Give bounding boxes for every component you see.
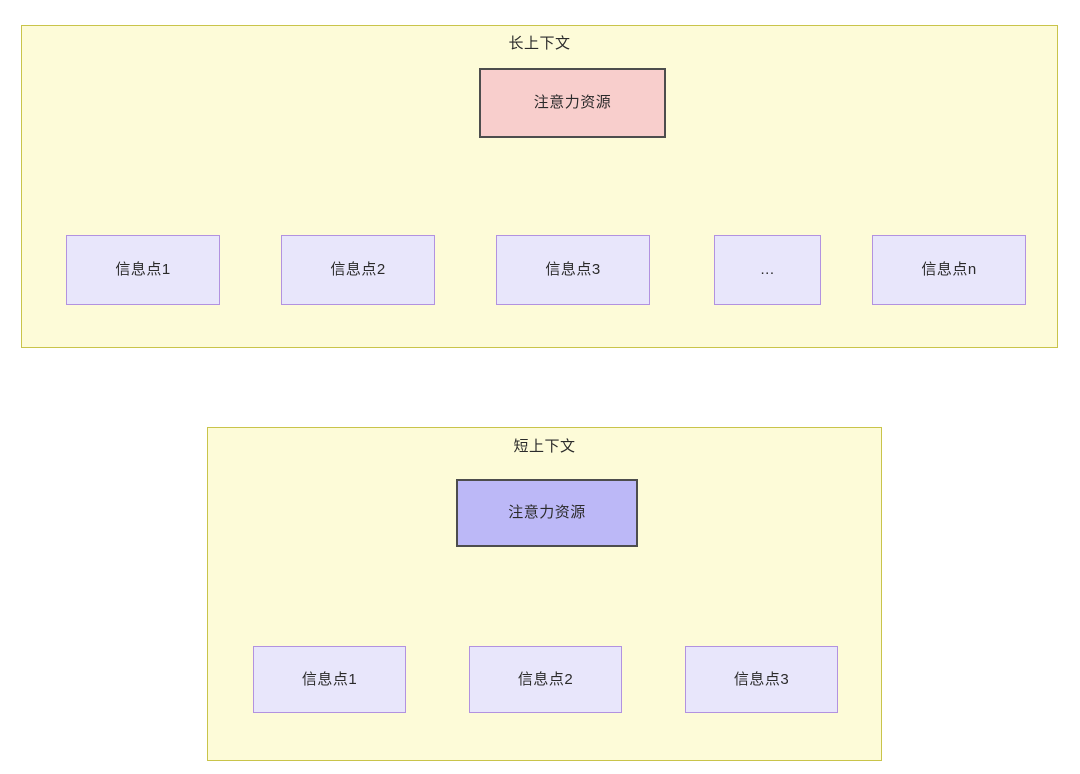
node-short-info-point-1[interactable]: 信息点1: [253, 646, 406, 713]
node-long-info-point-ellipsis[interactable]: ...: [714, 235, 821, 305]
node-long-info-point-1[interactable]: 信息点1: [66, 235, 220, 305]
node-long-info-point-n[interactable]: 信息点n: [872, 235, 1026, 305]
node-long-info-point-3[interactable]: 信息点3: [496, 235, 650, 305]
node-long-info-point-2[interactable]: 信息点2: [281, 235, 435, 305]
group-short-context-title: 短上下文: [513, 438, 576, 455]
node-long-attention-resource[interactable]: 注意力资源: [479, 68, 666, 138]
node-short-info-point-2[interactable]: 信息点2: [469, 646, 622, 713]
group-long-context-title: 长上下文: [508, 35, 571, 52]
node-short-attention-resource[interactable]: 注意力资源: [456, 479, 638, 547]
node-short-info-point-3[interactable]: 信息点3: [685, 646, 838, 713]
